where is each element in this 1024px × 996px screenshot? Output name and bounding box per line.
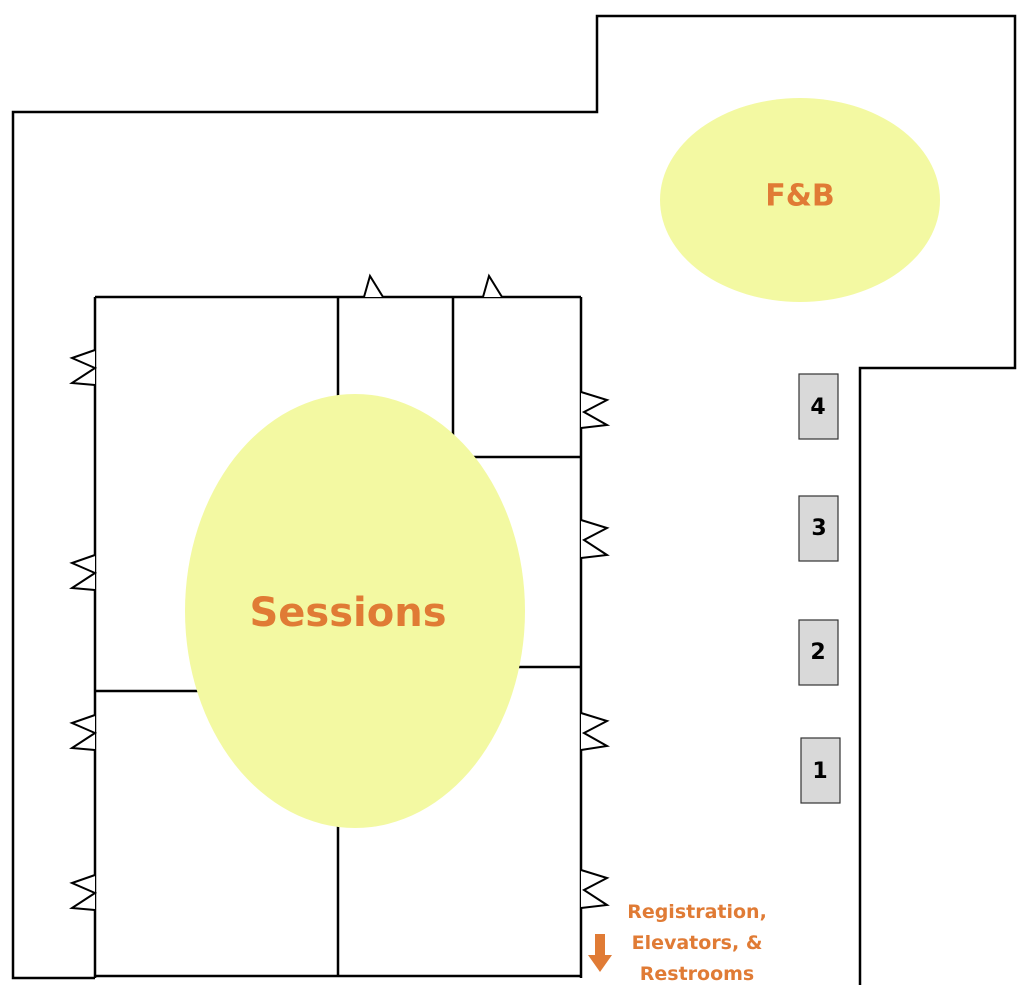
booth-3-label: 3 bbox=[811, 516, 826, 541]
door-top-2 bbox=[482, 273, 503, 298]
directions-note: Registration, Elevators, & Restrooms bbox=[620, 897, 774, 990]
directions-line-2: Elevators, & bbox=[631, 932, 763, 954]
door-left-4 bbox=[69, 874, 98, 911]
booth-1: 1 bbox=[800, 737, 841, 804]
directions-line-1: Registration, bbox=[627, 901, 767, 923]
outer-wall bbox=[11, 14, 1017, 985]
sessions-zone: Sessions bbox=[185, 394, 525, 828]
door-right-3 bbox=[580, 712, 611, 751]
booth-4: 4 bbox=[798, 373, 839, 440]
booth-2-label: 2 bbox=[810, 640, 825, 665]
door-right-2 bbox=[580, 519, 610, 559]
door-top-1 bbox=[363, 273, 384, 298]
booth-3: 3 bbox=[798, 495, 839, 562]
down-arrow-icon bbox=[588, 934, 612, 972]
door-left-1 bbox=[69, 349, 98, 386]
door-left-3 bbox=[69, 714, 98, 751]
directions-line-3: Restrooms bbox=[639, 963, 755, 985]
door-right-1 bbox=[580, 370, 611, 429]
sessions-label: Sessions bbox=[249, 590, 446, 636]
door-left-2 bbox=[69, 554, 98, 591]
door-right-4 bbox=[580, 869, 610, 909]
fnb-zone: F&B bbox=[660, 98, 940, 302]
booth-2: 2 bbox=[798, 619, 839, 686]
fnb-label: F&B bbox=[765, 179, 835, 214]
booth-1-label: 1 bbox=[812, 759, 827, 784]
booth-4-label: 4 bbox=[810, 395, 825, 420]
doors bbox=[69, 273, 611, 911]
